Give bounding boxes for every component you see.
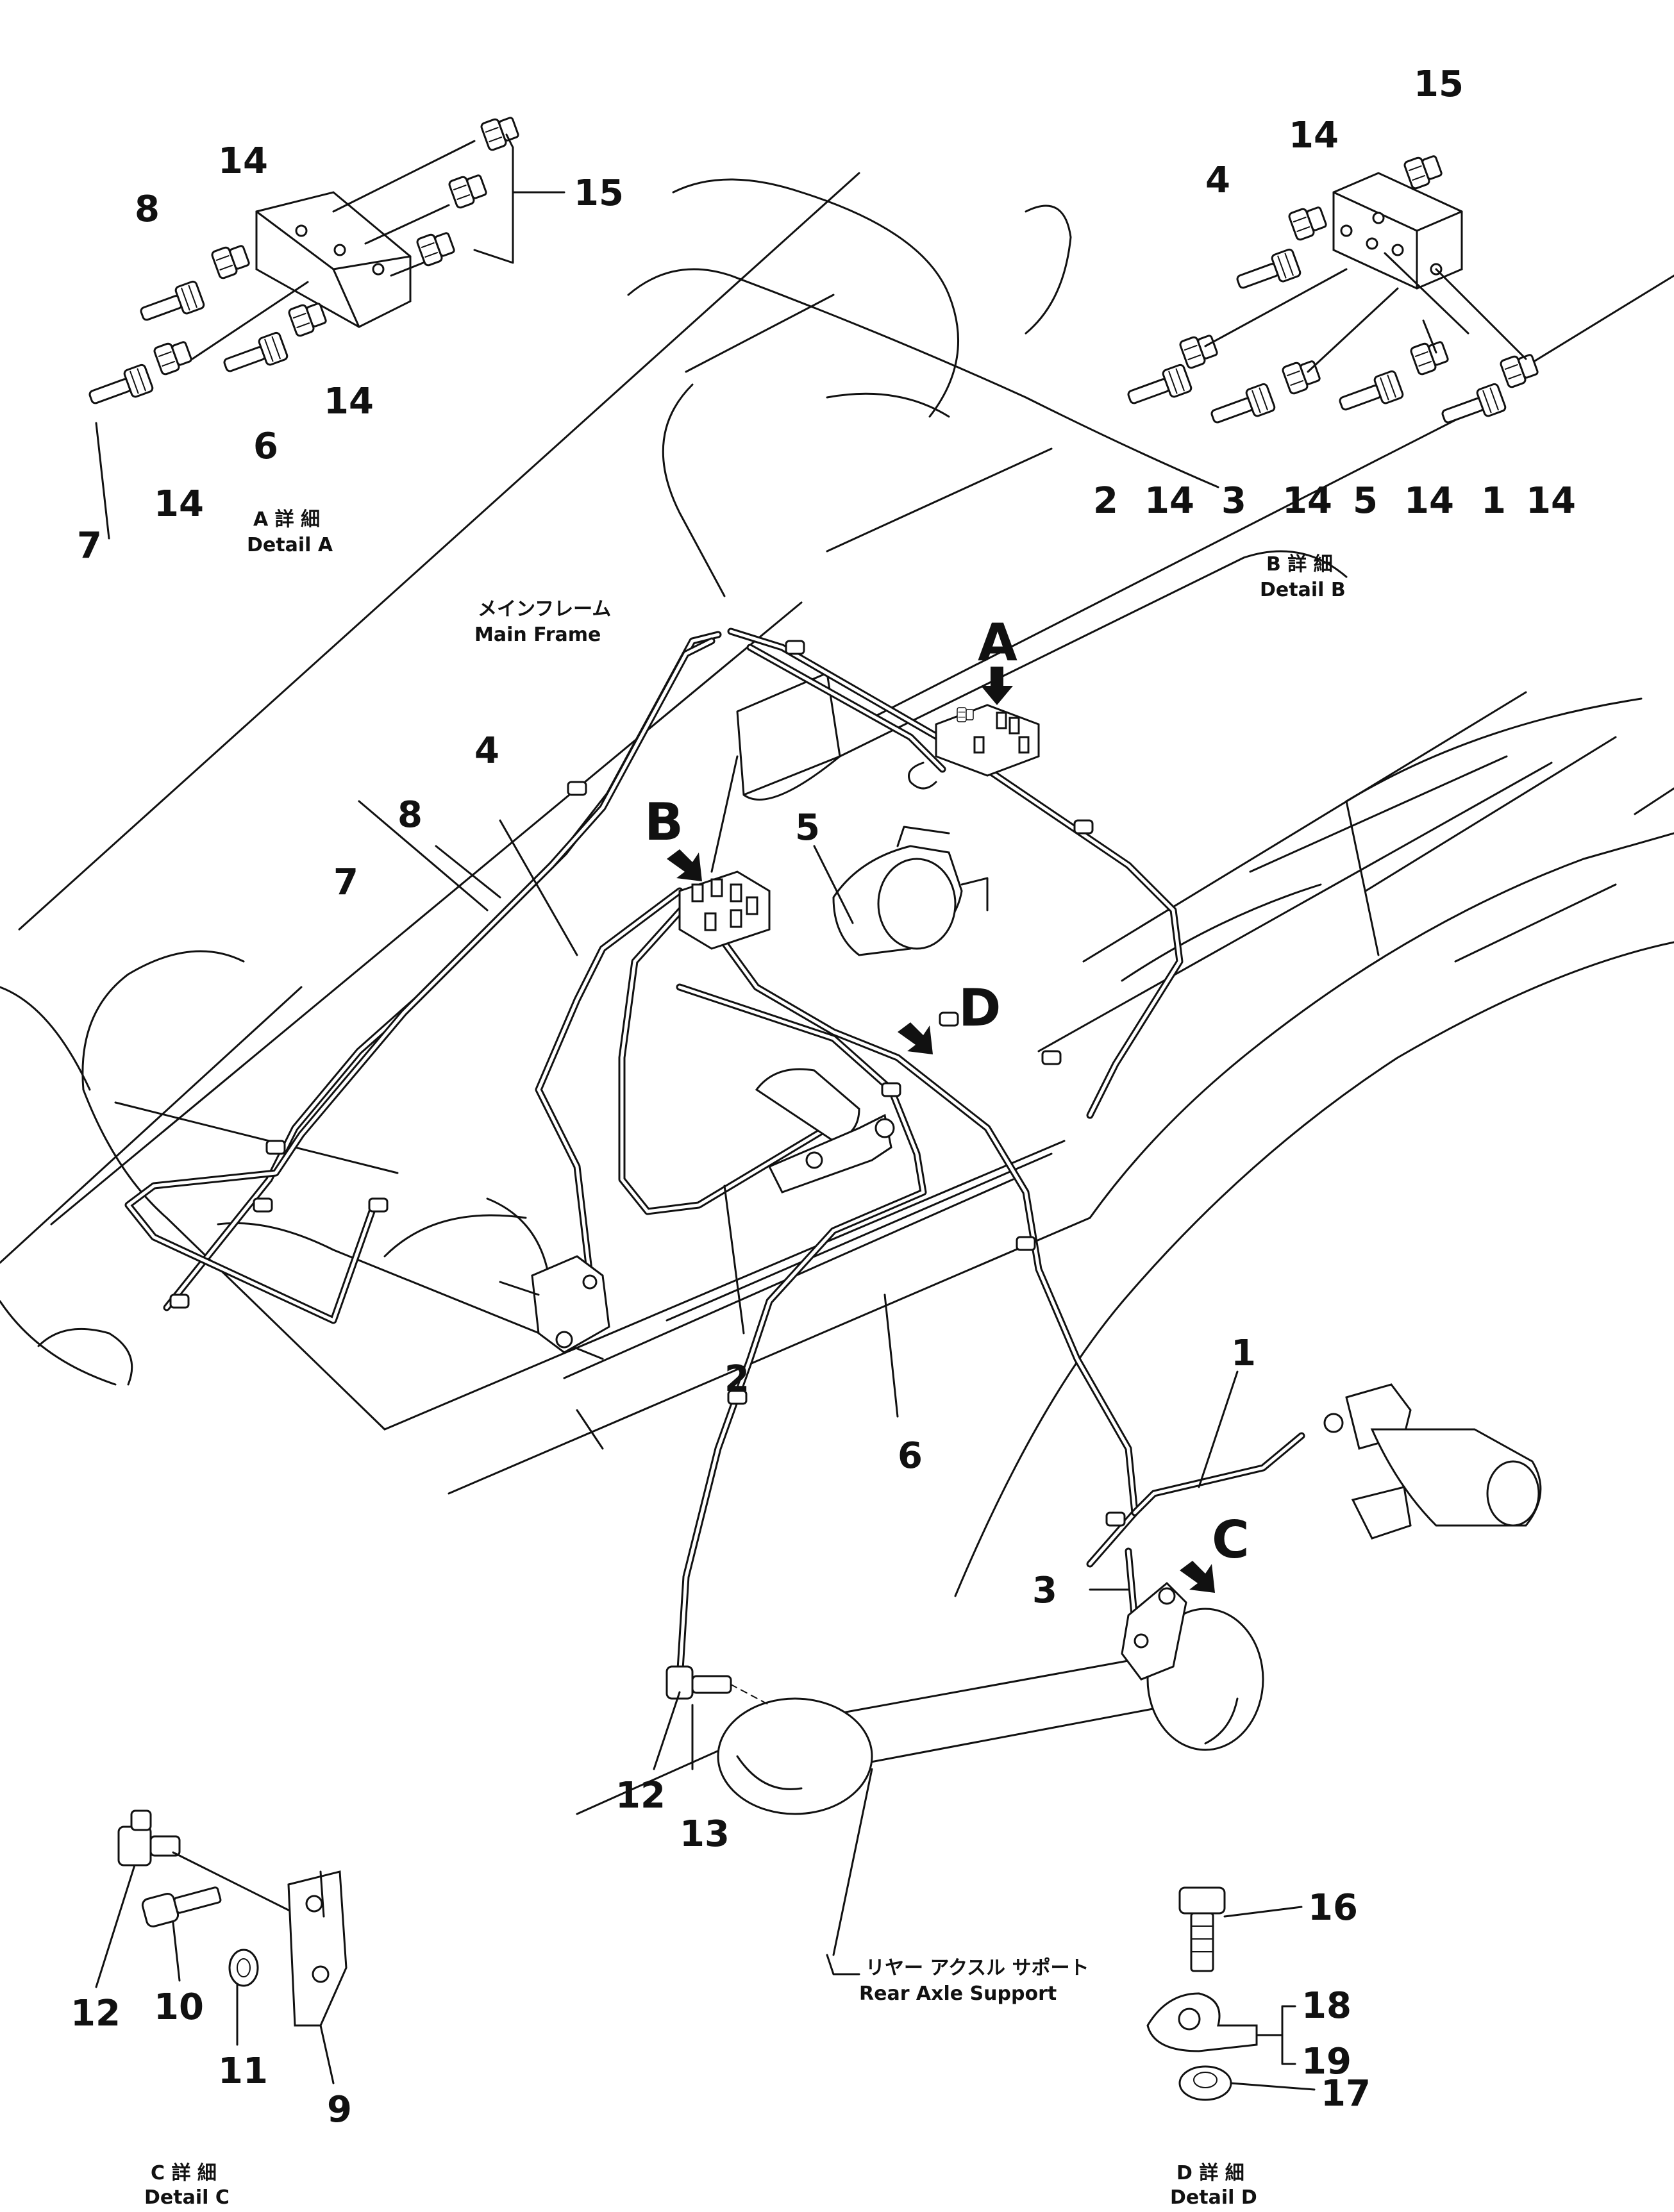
callout-14: 14 bbox=[1289, 115, 1339, 156]
bracket-left-front bbox=[499, 1255, 610, 1354]
detail-a-caption-jp: A 詳 細 bbox=[253, 508, 320, 531]
detail-c-callouts: 12 10 11 9 bbox=[71, 1986, 352, 2131]
callout-15: 15 bbox=[1414, 63, 1464, 105]
detail-captions: A 詳 細 Detail A B 詳 細 Detail B C 詳 細 Deta… bbox=[144, 508, 1346, 2209]
main-frame-outline bbox=[0, 172, 1674, 1815]
callout-16: 16 bbox=[1308, 1887, 1358, 1929]
callout-8: 8 bbox=[135, 188, 160, 230]
view-letter-b: B bbox=[644, 792, 683, 852]
detail-a-caption-en: Detail A bbox=[247, 534, 333, 556]
detail-b-callouts: 15 14 4 2 14 3 14 5 14 1 14 bbox=[1093, 63, 1576, 522]
view-arrows bbox=[667, 667, 1215, 1593]
detail-d-callouts: 16 18 19 17 bbox=[1302, 1887, 1371, 2115]
callout-1: 1 bbox=[1231, 1333, 1256, 1374]
callout-13: 13 bbox=[680, 1813, 730, 1855]
callout-18: 18 bbox=[1302, 1985, 1352, 2027]
main-frame-caption-jp: メインフレーム bbox=[478, 598, 611, 620]
junction-block-a bbox=[908, 704, 1040, 790]
detail-b-caption-en: Detail B bbox=[1260, 579, 1346, 601]
callout-17: 17 bbox=[1321, 2073, 1371, 2115]
callout-10: 10 bbox=[154, 1986, 204, 2028]
detail-b-exploded-view bbox=[1123, 151, 1541, 432]
callout-7: 7 bbox=[77, 525, 102, 567]
brake-valve-center bbox=[755, 1068, 895, 1193]
callout-14: 14 bbox=[324, 381, 374, 422]
callout-14: 14 bbox=[1144, 480, 1194, 522]
callout-3: 3 bbox=[1221, 480, 1246, 522]
callout-14: 14 bbox=[1282, 480, 1332, 522]
detail-a-callouts: 14 8 15 14 6 14 7 bbox=[77, 140, 624, 567]
view-letters: A B C D bbox=[644, 613, 1250, 1570]
callout-15: 15 bbox=[574, 172, 624, 214]
callout-6: 6 bbox=[253, 426, 278, 467]
rear-axle-support-caption-jp: リヤー アクスル サポート bbox=[866, 1957, 1089, 1979]
callout-2: 2 bbox=[724, 1358, 749, 1400]
junction-block-b bbox=[678, 870, 771, 950]
callout-14: 14 bbox=[154, 483, 204, 525]
brake-tubes bbox=[124, 628, 1305, 1683]
detail-a-exploded-view bbox=[85, 112, 565, 540]
detail-d-exploded-view bbox=[1146, 1886, 1316, 2101]
callout-5: 5 bbox=[795, 807, 820, 849]
callout-12: 12 bbox=[615, 1775, 665, 1817]
callout-14: 14 bbox=[1526, 480, 1576, 522]
callout-1: 1 bbox=[1481, 480, 1506, 522]
callout-11: 11 bbox=[218, 2050, 268, 2092]
callout-4: 4 bbox=[474, 730, 499, 772]
detail-c-caption-en: Detail C bbox=[144, 2186, 230, 2209]
brake-chamber-right bbox=[1323, 1383, 1542, 1540]
main-frame-caption-en: Main Frame bbox=[474, 624, 601, 646]
callout-3: 3 bbox=[1032, 1570, 1057, 1611]
detail-d-caption-jp: D 詳 細 bbox=[1176, 2162, 1244, 2184]
callout-6: 6 bbox=[898, 1435, 923, 1477]
detail-b-caption-jp: B 詳 細 bbox=[1266, 553, 1333, 576]
rear-axle-support-caption-en: Rear Axle Support bbox=[859, 1983, 1057, 2005]
callout-7: 7 bbox=[333, 861, 358, 903]
callout-8: 8 bbox=[398, 794, 423, 836]
detail-c-exploded-view bbox=[95, 1809, 347, 2084]
callout-14: 14 bbox=[1404, 480, 1454, 522]
tee-fitting-rear bbox=[665, 1665, 770, 1706]
view-letter-d: D bbox=[958, 978, 1001, 1038]
callout-9: 9 bbox=[327, 2089, 352, 2131]
rear-axle-support bbox=[717, 1608, 1264, 1815]
leader-lines bbox=[358, 755, 1239, 1975]
rear-brake-bracket bbox=[1121, 1581, 1187, 1681]
callout-2: 2 bbox=[1093, 480, 1118, 522]
callout-5: 5 bbox=[1353, 480, 1378, 522]
callout-19: 19 bbox=[1302, 2041, 1352, 2083]
view-letter-c: C bbox=[1212, 1510, 1250, 1570]
detail-c-caption-jp: C 詳 細 bbox=[151, 2162, 217, 2184]
detail-d-caption-en: Detail D bbox=[1170, 2186, 1257, 2209]
brake-chamber-center bbox=[832, 826, 989, 956]
main-view-callouts: 4 8 7 5 2 6 1 3 12 13 bbox=[333, 730, 1256, 1855]
callout-4: 4 bbox=[1205, 160, 1230, 201]
callout-14: 14 bbox=[218, 140, 268, 182]
callout-12: 12 bbox=[71, 1993, 121, 2034]
view-letter-a: A bbox=[978, 613, 1017, 672]
